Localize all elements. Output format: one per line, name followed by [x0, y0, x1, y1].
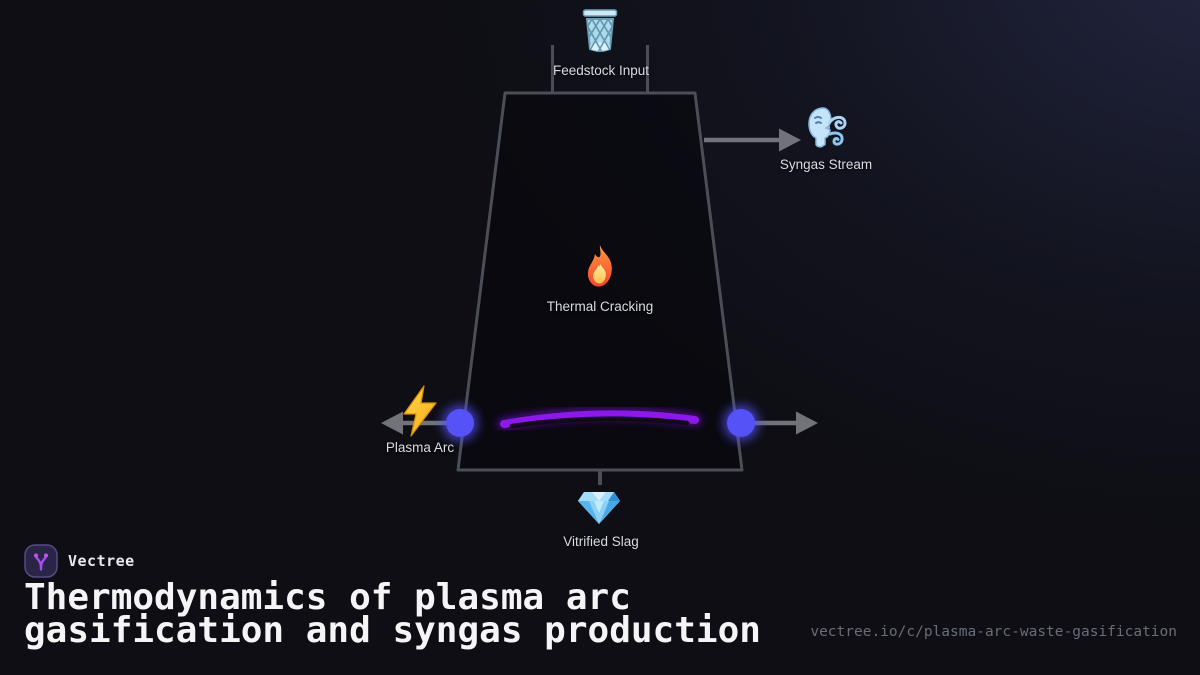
plasma-arc-discharge [497, 406, 702, 431]
page-title-line1: Thermodynamics of plasma arc [24, 577, 631, 618]
node-label-feedstock: Feedstock Input [552, 63, 650, 78]
node-label-syngas: Syngas Stream [779, 157, 873, 172]
lightning-bolt-icon [398, 384, 442, 438]
brand: Vectree [24, 544, 135, 578]
node-label-slag: Vitrified Slag [563, 534, 639, 549]
electrode-right [723, 405, 759, 441]
fire-icon [577, 242, 623, 290]
node-label-thermal: Thermal Cracking [546, 299, 654, 314]
syngas-arrow [704, 128, 801, 152]
wastebasket-icon [576, 6, 624, 57]
node-label-plasma: Plasma Arc [385, 440, 455, 455]
page-title-line2: gasification and syngas production [24, 610, 761, 651]
footer-url: vectree.io/c/plasma-arc-waste-gasificati… [810, 624, 1177, 640]
brand-name: Vectree [68, 552, 135, 570]
electrode-left [442, 405, 478, 441]
page-title: Thermodynamics of plasma arc gasificatio… [24, 577, 761, 651]
wind-face-icon [801, 103, 849, 151]
vectree-branch-icon [24, 544, 58, 578]
gem-icon [575, 480, 623, 528]
